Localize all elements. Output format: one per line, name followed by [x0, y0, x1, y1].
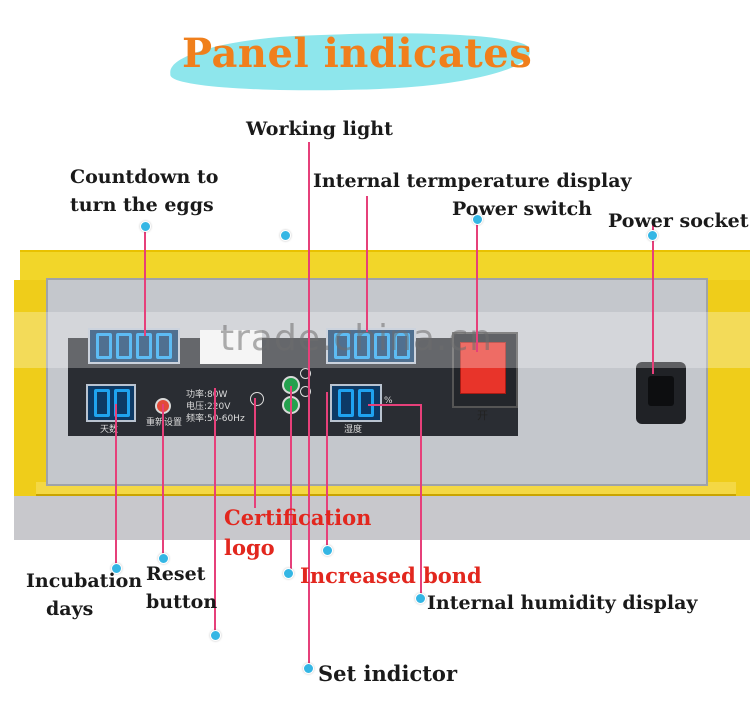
temperature-display [326, 328, 416, 364]
leader-humidity-h [368, 404, 420, 406]
label-certification-line1: Certification [224, 505, 372, 530]
watermark: trade.china.cn [220, 318, 493, 359]
machine-base [14, 496, 750, 540]
label-reset-line1: Reset [146, 563, 206, 585]
socket-inlet [648, 376, 674, 406]
label-power-switch: Power switch [452, 198, 592, 220]
dot-power-switch [472, 214, 483, 225]
leader-increased-bond [290, 386, 292, 572]
humidity-display [330, 384, 382, 422]
work-indicator-ring [300, 368, 311, 379]
dot-set [322, 545, 333, 556]
certification-logo-icon [250, 392, 264, 406]
working-light-window [200, 330, 262, 364]
dot-set-indictor [303, 663, 314, 674]
leader-certification [254, 398, 256, 508]
label-reset-line2: button [146, 591, 218, 613]
dot-increased-bond [283, 568, 294, 579]
days-label: 天数 [100, 425, 119, 435]
leader-working-light [308, 142, 310, 670]
incubator-machine: 天数 重新设置 功率:80W 电压:220V 频率:50-60Hz % 湿度 开 [0, 250, 750, 540]
label-power-socket: Power socket [608, 210, 749, 232]
dot-working-light [280, 230, 291, 241]
percent-sign: % [384, 396, 393, 406]
incubation-days-display [86, 384, 136, 422]
label-countdown-line2: turn the eggs [70, 194, 214, 216]
dot-specs [210, 630, 221, 641]
dot-reset [158, 553, 169, 564]
dot-humidity [415, 593, 426, 604]
power-switch[interactable] [460, 342, 506, 394]
label-countdown-line1: Countdown to [70, 166, 219, 188]
label-incubation-line2: days [46, 598, 94, 620]
switch-label: 开 [477, 409, 488, 422]
leader-specs [214, 388, 216, 632]
title-banner: Panel indicates [169, 27, 533, 97]
leader-power-socket [652, 224, 654, 374]
machine-top [20, 250, 750, 282]
leader-set [326, 392, 328, 550]
power-spec: 功率:80W [186, 390, 228, 400]
leader-incubation [115, 404, 117, 568]
voltage-spec: 电压:220V [186, 402, 231, 412]
label-working-light: Working light [246, 118, 393, 140]
dot-incubation [111, 563, 122, 574]
label-incubation-line1: Incubation [26, 570, 143, 592]
leader-temperature [366, 196, 368, 332]
label-internal-humidity: Internal humidity display [427, 592, 698, 614]
leader-power-switch [476, 220, 478, 352]
page-title: Panel indicates [182, 30, 533, 77]
leader-countdown [144, 228, 146, 336]
leader-humidity-v [420, 404, 422, 596]
dot-countdown [140, 221, 151, 232]
watermark-band [0, 312, 750, 368]
label-certification-line2: logo [224, 535, 275, 560]
dot-power-socket [647, 230, 658, 241]
label-internal-temperature: Internal termperature display [313, 170, 632, 192]
label-increased-bond: Increased bond [300, 563, 482, 588]
humidity-panel-label: 湿度 [344, 425, 363, 435]
set-indicator-ring [300, 386, 311, 397]
reset-panel-label: 重新设置 [146, 418, 183, 428]
label-set-indictor: Set indictor [318, 661, 458, 686]
leader-reset [162, 404, 164, 556]
